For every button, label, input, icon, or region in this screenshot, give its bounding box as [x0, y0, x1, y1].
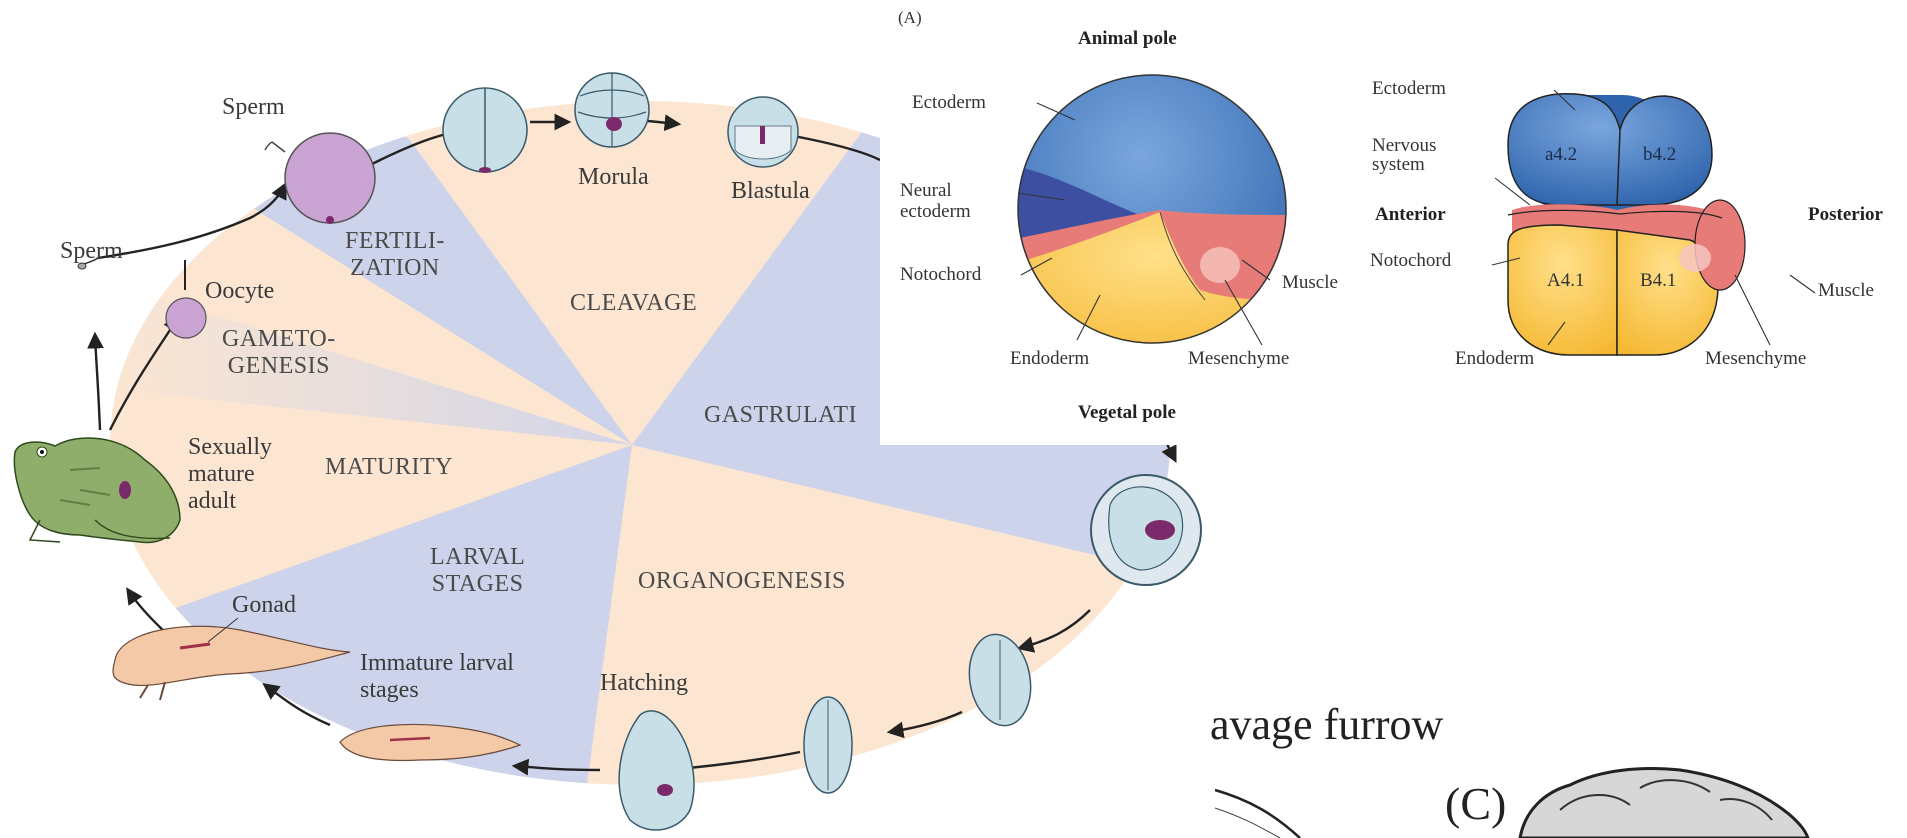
sphere-notochord-label: Notochord — [900, 264, 981, 285]
gonad-label: Gonad — [232, 592, 296, 619]
neurula-section — [1091, 475, 1201, 585]
embryo-posterior-label: Posterior — [1808, 204, 1883, 225]
panel-c-tag: (C) — [1445, 778, 1506, 830]
blastula-label: Blastula — [731, 178, 810, 205]
blastomere-A41: A4.1 — [1547, 270, 1584, 291]
blastomere-a42: a4.2 — [1545, 144, 1577, 165]
panel-a-tag: (A) — [898, 8, 922, 27]
sperm-entry — [265, 142, 285, 152]
morula-label: Morula — [578, 164, 649, 191]
sphere-endoderm-label: Endoderm — [1010, 348, 1089, 369]
vegetal-pole-label: Vegetal pole — [1078, 402, 1176, 423]
blastula-embryo — [728, 97, 798, 167]
stage-maturity: MATURITY — [325, 454, 453, 481]
morula-embryo — [575, 73, 649, 147]
sperm-label-top: Sperm — [222, 94, 285, 121]
stage-organogenesis: ORGANOGENESIS — [638, 568, 846, 595]
cycle-arrow-up-left — [95, 335, 100, 430]
sphere-neural-label: Neural ectoderm — [900, 180, 971, 223]
blastomere-B41: B4.1 — [1640, 270, 1676, 291]
oocyte-label: Oocyte — [205, 278, 274, 305]
panel-c-fragment — [1215, 769, 1808, 838]
stage-fertilization: FERTILI- ZATION — [345, 228, 445, 282]
stage-larval: LARVAL STAGES — [430, 544, 525, 598]
animal-pole-label: Animal pole — [1078, 28, 1177, 49]
sphere-ectoderm-label: Ectoderm — [912, 92, 986, 113]
embryo-nervous-label: Nervous system — [1372, 136, 1436, 174]
sperm-label-left: Sperm — [60, 238, 123, 265]
embryo-notochord-label: Notochord — [1370, 250, 1451, 271]
immature-label: Immature larval stages — [360, 650, 514, 704]
embryo-anterior-label: Anterior — [1375, 204, 1446, 225]
embryo-mesenchyme-label: Mesenchyme — [1705, 348, 1806, 369]
embryo-ectoderm-label: Ectoderm — [1372, 78, 1446, 99]
sphere-mesenchyme-label: Mesenchyme — [1188, 348, 1289, 369]
eight-cell-embryo — [1508, 94, 1745, 355]
cycle-arrow-w — [128, 590, 165, 632]
embryo-muscle-label: Muscle — [1818, 280, 1874, 301]
stage-cleavage: CLEAVAGE — [570, 290, 697, 317]
cleavage-furrow-label: avage furrow — [1210, 700, 1443, 749]
stage-gametogenesis: GAMETO- GENESIS — [222, 326, 336, 380]
tailbud-embryo-2 — [804, 697, 852, 793]
fertilized-egg — [285, 133, 375, 223]
embryo-endoderm-label: Endoderm — [1455, 348, 1534, 369]
stage-gastrulation: GASTRULATI — [704, 402, 857, 429]
hatching-label: Hatching — [600, 670, 688, 697]
adult-label: Sexually mature adult — [188, 434, 272, 515]
oocyte — [166, 298, 206, 338]
two-cell-embryo — [443, 88, 527, 173]
blastomere-b42: b4.2 — [1643, 144, 1676, 165]
sphere-muscle-label: Muscle — [1282, 272, 1338, 293]
